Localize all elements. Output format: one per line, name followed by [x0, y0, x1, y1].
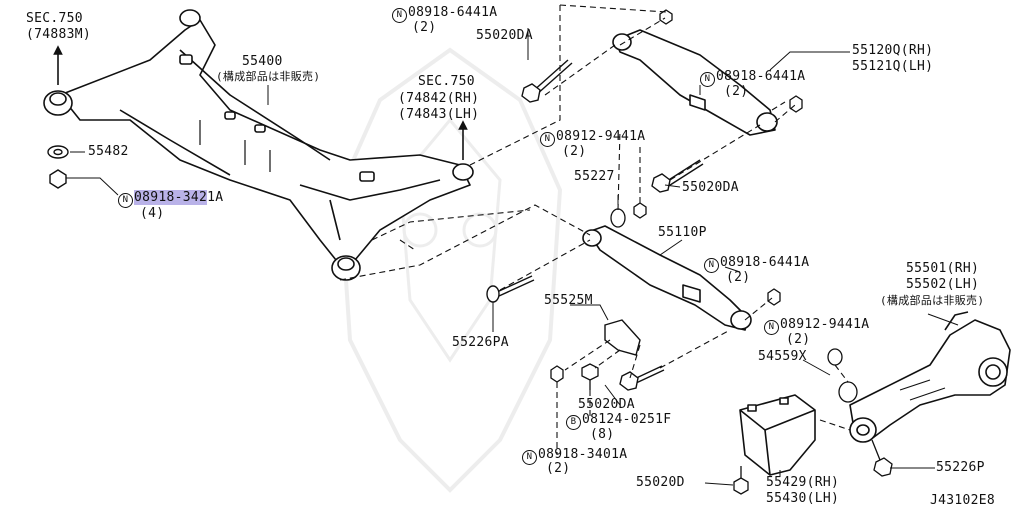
- label-08918-3401A-qty: (2): [546, 461, 571, 476]
- leader-lines: [66, 28, 959, 486]
- highlighted-part-number: 08918-342: [134, 190, 208, 205]
- nut-08912-9441A-top: [633, 202, 647, 219]
- label-55020DA-top: 55020DA: [476, 28, 533, 43]
- circle-n-symbol: N: [704, 258, 719, 273]
- part-number: 08918-6441A: [720, 255, 810, 270]
- label-55400: 55400: [242, 54, 283, 69]
- label-08912-9441A-low-qty: (2): [786, 332, 811, 347]
- upper-link-55120Q: [612, 29, 778, 136]
- nut-08918-3401A: [550, 365, 564, 383]
- bolt-55226PA: [486, 275, 535, 303]
- label-sec750-left-ref: (74883M): [26, 27, 92, 42]
- nut-08912-9441A-low: [827, 348, 843, 366]
- rear-subframe-55400: [43, 9, 474, 281]
- nut-top: [659, 9, 673, 25]
- nut-lower-link: [767, 288, 781, 306]
- label-sec750-right-rh: (74842(RH): [398, 91, 480, 106]
- bolt-55226P: [871, 439, 893, 477]
- label-55121Q: 55121Q(LH): [852, 59, 934, 74]
- washer-55227: [610, 208, 626, 228]
- bolt-55020DA-top: [521, 59, 573, 103]
- bolt-08124-0251F: [581, 363, 599, 390]
- bushing-54559X: [838, 381, 858, 403]
- label-55525M: 55525M: [544, 293, 593, 308]
- bolt-55020D: [733, 466, 749, 495]
- label-55501: 55501(RH): [906, 261, 980, 276]
- label-08124-0251F-qty: (8): [590, 427, 615, 442]
- label-55227: 55227: [574, 169, 615, 184]
- label-55020DA-low: 55020DA: [578, 397, 635, 412]
- label-55429: 55429(RH): [766, 475, 840, 490]
- label-55226PA: 55226PA: [452, 335, 509, 350]
- label-55226P: 55226P: [936, 460, 985, 475]
- label-08912-9441A-top-qty: (2): [562, 144, 587, 159]
- label-08918-3421A-qty: (4): [140, 206, 165, 221]
- part-number: 08918-6441A: [716, 69, 806, 84]
- label-08918-6441A-low-qty: (2): [726, 270, 751, 285]
- washer-55482: [47, 145, 69, 159]
- label-sec750-right-lh: (74843(LH): [398, 107, 480, 122]
- label-55020DA-mid: 55020DA: [682, 180, 739, 195]
- part-number: 08912-9441A: [780, 317, 870, 332]
- label-55502: 55502(LH): [906, 277, 980, 292]
- circle-n-symbol: N: [540, 132, 555, 147]
- part-number: 08918-3401A: [538, 447, 628, 462]
- lower-link-55110P: [582, 225, 752, 331]
- label-55020D: 55020D: [636, 475, 685, 490]
- label-08918-6441A-top-qty: (2): [412, 20, 437, 35]
- mount-55429: [739, 394, 816, 476]
- label-08918-6441A-mid-qty: (2): [724, 84, 749, 99]
- circle-n-symbol: N: [392, 8, 407, 23]
- label-55501-note: (構成部品は非販売): [880, 294, 985, 307]
- label-55110P: 55110P: [658, 225, 707, 240]
- circle-n-symbol: N: [522, 450, 537, 465]
- diagram-id: J43102E8: [930, 493, 996, 508]
- bolt-55020DA-mid: [651, 159, 704, 193]
- circle-n-symbol: N: [764, 320, 779, 335]
- bolt-55020DA-low: [619, 365, 665, 391]
- circle-n-symbol: N: [700, 72, 715, 87]
- bracket-55525M: [604, 319, 641, 356]
- label-54559X: 54559X: [758, 349, 807, 364]
- label-sec750-left-title: SEC.750: [26, 11, 83, 26]
- part-number-suffix: 1A: [207, 190, 224, 205]
- circle-b-symbol: B: [566, 415, 581, 430]
- label-55400-note: (構成部品は非販売): [216, 70, 321, 83]
- label-55482: 55482: [88, 144, 129, 159]
- part-number: 08124-0251F: [582, 412, 672, 427]
- label-55430: 55430(LH): [766, 491, 840, 506]
- part-number: 08918-6441A: [408, 5, 498, 20]
- nut-08918-3421A: [49, 169, 67, 189]
- part-number: 08912-9441A: [556, 129, 646, 144]
- label-sec750-right-title: SEC.750: [418, 74, 475, 89]
- circle-n-symbol: N: [118, 193, 133, 208]
- nut-upper-link: [789, 95, 803, 113]
- label-55120Q: 55120Q(RH): [852, 43, 934, 58]
- axle-housing-55501: [849, 311, 1011, 443]
- dashed-guide-lines: [339, 4, 851, 455]
